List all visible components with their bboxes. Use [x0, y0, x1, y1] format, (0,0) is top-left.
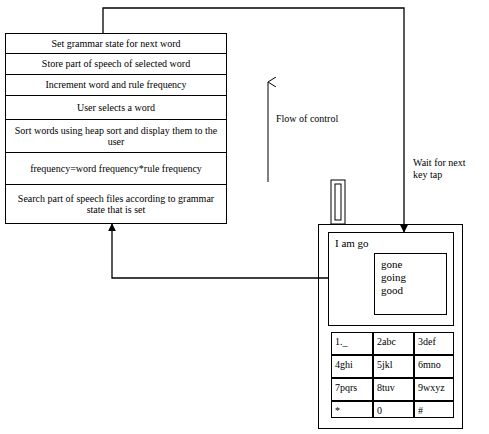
process-box: frequency=word frequency*rule frequency [5, 152, 227, 185]
connector [112, 224, 328, 278]
keypad-key: 2abc [373, 332, 414, 355]
box-text-wrap: frequency=word frequency*rule frequency [30, 163, 202, 175]
keypad-key: * [331, 401, 373, 418]
suggestion-list: gonegoinggood [374, 253, 447, 315]
keypad-key: # [414, 401, 454, 418]
box-text-wrap: User selects a word [77, 102, 155, 114]
flow-label: Flow of control [276, 113, 338, 125]
step-text: Sort words using heap sort and display t… [10, 125, 222, 148]
step-text: Increment word and rule frequency [45, 79, 186, 91]
keypad-key: 1._ [331, 332, 373, 355]
keypad-key: 6mno [414, 355, 454, 378]
key-label: 6mno [418, 360, 450, 370]
box-text-wrap: Search part of speech files according to… [10, 193, 222, 216]
box-text-wrap: Set grammar state for next word [51, 38, 180, 50]
process-box: User selects a word [5, 95, 227, 120]
box-text-wrap: Sort words using heap sort and display t… [10, 125, 222, 148]
key-label: 3def [418, 337, 450, 347]
phone-screen: I am go gonegoinggood [328, 232, 454, 326]
keypad-key: 5jkl [373, 355, 414, 378]
flow-arrow [268, 82, 269, 182]
keypad-key: 3def [414, 332, 454, 355]
connector-label: Wait for next key tap [413, 157, 479, 181]
step-text: Store part of speech of selected word [42, 58, 190, 70]
screen-text: going [381, 271, 440, 284]
key-label: 1._ [335, 337, 369, 347]
process-box: Store part of speech of selected word [5, 53, 227, 75]
step-text: frequency=word frequency*rule frequency [30, 163, 202, 175]
key-label: 2abc [377, 337, 410, 347]
phone-antenna [331, 180, 345, 224]
phone-antenna-inner [335, 184, 341, 220]
keypad-key: 8tuv [373, 378, 414, 401]
step-text: Search part of speech files according to… [10, 193, 222, 216]
process-box: Search part of speech files according to… [5, 184, 227, 224]
screen-text: I am go [335, 237, 447, 249]
keypad-key: 4ghi [331, 355, 373, 378]
step-text: User selects a word [77, 102, 155, 114]
screen-text: gone [381, 258, 440, 271]
key-label: 8tuv [377, 383, 410, 393]
process-box: Sort words using heap sort and display t… [5, 119, 227, 153]
box-text-wrap: Store part of speech of selected word [42, 58, 190, 70]
box-text-wrap: Increment word and rule frequency [45, 79, 186, 91]
key-label: * [335, 406, 369, 416]
key-label: 9wxyz [418, 383, 450, 393]
key-label: 4ghi [335, 360, 369, 370]
key-label: 0 [377, 406, 410, 416]
phone-body [319, 225, 463, 429]
key-label: 7pqrs [335, 383, 369, 393]
process-box: Increment word and rule frequency [5, 74, 227, 96]
screen-text: good [381, 284, 440, 297]
process-box: Set grammar state for next word [5, 33, 227, 54]
keypad-key: 0 [373, 401, 414, 418]
key-label: # [418, 406, 450, 416]
keypad-key: 7pqrs [331, 378, 373, 401]
step-text: Set grammar state for next word [51, 38, 180, 50]
key-label: 5jkl [377, 360, 410, 370]
keypad-key: 9wxyz [414, 378, 454, 401]
